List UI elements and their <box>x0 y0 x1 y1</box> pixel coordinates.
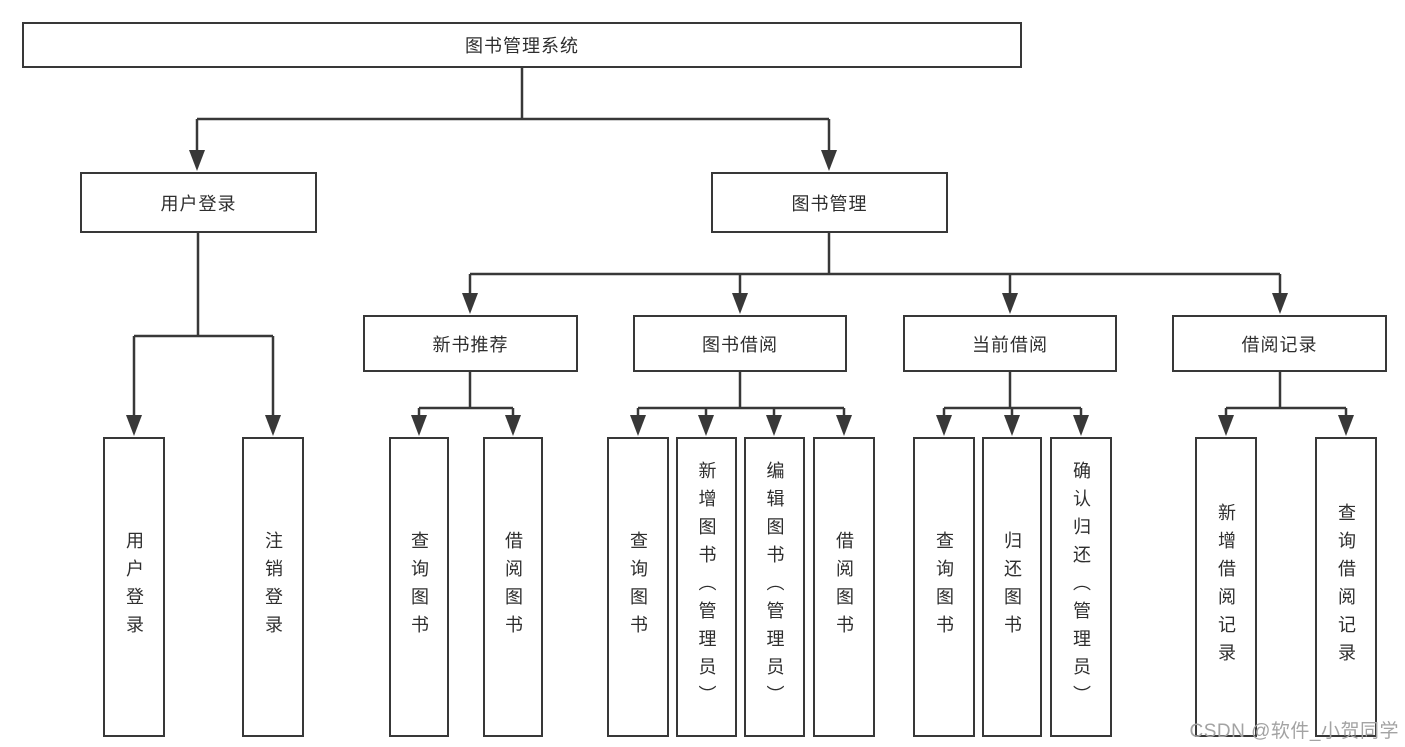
leaf-confirm-return-admin: 确认归还（管理员） <box>1050 437 1112 737</box>
node-user-login: 用户登录 <box>80 172 317 233</box>
node-label: 注销登录 <box>263 531 283 643</box>
node-label: 归还图书 <box>1002 531 1022 643</box>
leaf-query-books-current: 查询图书 <box>913 437 975 737</box>
node-label: 图书管理系统 <box>465 36 579 56</box>
node-label: 查询借阅记录 <box>1336 503 1356 671</box>
node-label: 用户登录 <box>124 531 144 643</box>
node-label: 借阅图书 <box>834 531 854 643</box>
node-label: 借阅记录 <box>1241 334 1318 355</box>
node-book-borrow: 图书借阅 <box>633 315 847 372</box>
leaf-query-borrow-record: 查询借阅记录 <box>1315 437 1377 737</box>
csdn-watermark: CSDN @软件_小贺同学 <box>1189 721 1399 742</box>
node-label: 新书推荐 <box>432 334 509 355</box>
node-label: 借阅图书 <box>503 531 523 643</box>
node-label: 查询图书 <box>628 531 648 643</box>
node-new-book-recommend: 新书推荐 <box>363 315 578 372</box>
node-label: 新增借阅记录 <box>1216 503 1236 671</box>
node-library-management-system: 图书管理系统 <box>22 22 1022 68</box>
node-current-borrow: 当前借阅 <box>903 315 1117 372</box>
node-label: 查询图书 <box>409 531 429 643</box>
leaf-user-login: 用户登录 <box>103 437 165 737</box>
leaf-query-books-borrow: 查询图书 <box>607 437 669 737</box>
leaf-add-books-admin: 新增图书（管理员） <box>676 437 737 737</box>
node-borrow-records: 借阅记录 <box>1172 315 1387 372</box>
node-label: 查询图书 <box>934 531 954 643</box>
leaf-edit-books-admin: 编辑图书（管理员） <box>744 437 805 737</box>
node-label: 图书管理 <box>791 193 868 214</box>
node-label: 图书借阅 <box>702 334 778 355</box>
node-label: 用户登录 <box>160 193 237 214</box>
leaf-borrow-books: 借阅图书 <box>813 437 875 737</box>
leaf-return-books: 归还图书 <box>982 437 1042 737</box>
node-label: 新增图书（管理员） <box>696 461 717 713</box>
node-book-management: 图书管理 <box>711 172 948 233</box>
node-label: 编辑图书（管理员） <box>764 461 785 713</box>
leaf-borrow-books-recommend: 借阅图书 <box>483 437 543 737</box>
leaf-logout: 注销登录 <box>242 437 304 737</box>
leaf-add-borrow-record: 新增借阅记录 <box>1195 437 1257 737</box>
node-label: 当前借阅 <box>972 334 1048 355</box>
node-label: 确认归还（管理员） <box>1071 461 1091 713</box>
leaf-query-books-recommend: 查询图书 <box>389 437 449 737</box>
